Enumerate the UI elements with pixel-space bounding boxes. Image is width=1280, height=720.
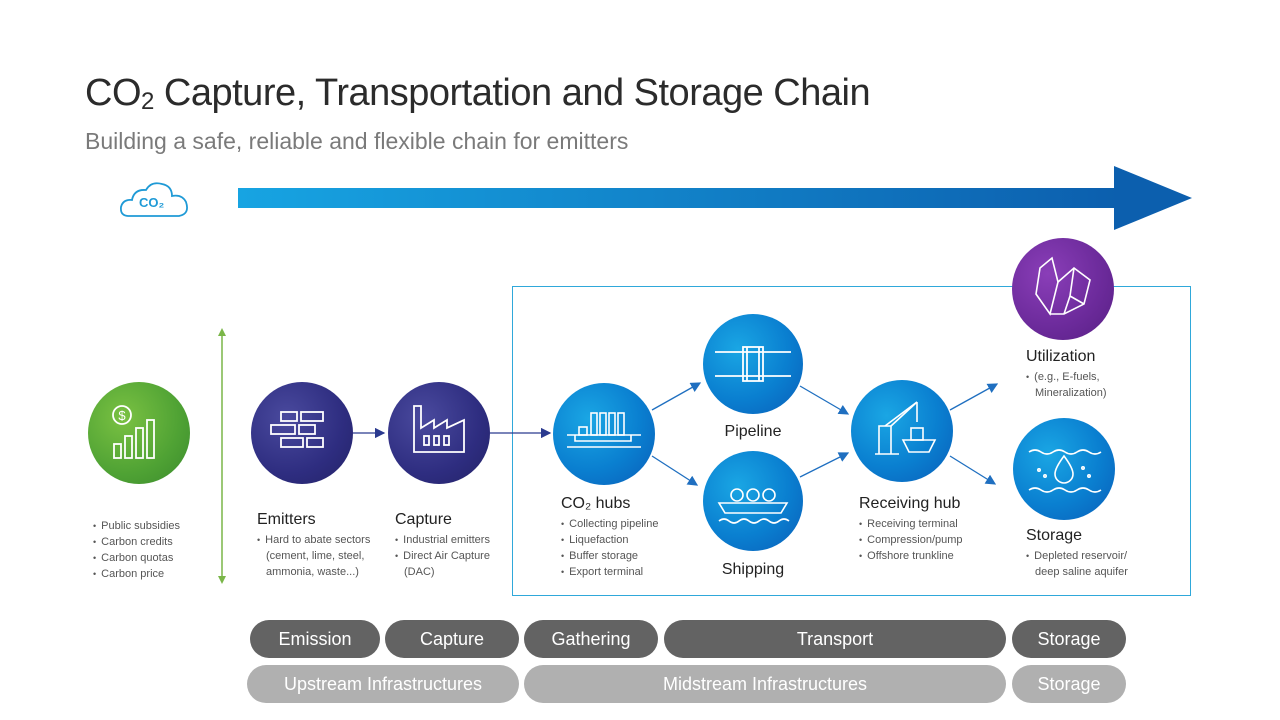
- utilization-circle: [1012, 238, 1114, 340]
- page-title: CO2 Capture, Transportation and Storage …: [85, 72, 871, 115]
- list-item: Depleted reservoir/: [1026, 548, 1128, 564]
- utilization-list: (e.g., E-fuels, Mineralization): [1026, 369, 1107, 401]
- capture-label: Capture: [395, 511, 452, 528]
- cloud-icon: CO₂: [119, 180, 191, 220]
- hubs-circle: [553, 383, 655, 485]
- list-item: Public subsidies: [93, 518, 180, 534]
- bricks-icon: [270, 411, 324, 448]
- list-item: (cement, lime, steel,: [266, 550, 365, 562]
- midstream-box: [512, 286, 1191, 596]
- hubs-list: Collecting pipeline Liquefaction Buffer …: [561, 516, 658, 580]
- list-item: Offshore trunkline: [859, 548, 963, 564]
- pipe-icon: [715, 346, 791, 382]
- stage-pill-capture: Capture: [385, 620, 519, 658]
- factory-icon: [413, 405, 465, 453]
- list-item: ammonia, waste...): [266, 566, 359, 578]
- list-item: deep saline aquifer: [1035, 566, 1128, 578]
- receiving-list: Receiving terminal Compression/pump Offs…: [859, 516, 963, 564]
- stage-pill-transport: Transport: [664, 620, 1006, 658]
- storage-list: Depleted reservoir/ deep saline aquifer: [1026, 548, 1128, 580]
- shipping-label: Shipping: [721, 561, 785, 578]
- capture-list: Industrial emitters Direct Air Capture (…: [395, 532, 490, 580]
- pipeline-label: Pipeline: [724, 423, 782, 440]
- receiving-circle: [851, 380, 953, 482]
- list-item: Carbon credits: [93, 534, 180, 550]
- stage-pill-emission: Emission: [250, 620, 380, 658]
- list-item: Hard to abate sectors: [257, 532, 370, 548]
- infra-pill-upstream: Upstream Infrastructures: [247, 665, 519, 703]
- utilization-label: Utilization: [1026, 348, 1096, 365]
- list-item: Mineralization): [1035, 387, 1107, 399]
- list-item: Liquefaction: [561, 532, 658, 548]
- list-item: Carbon price: [93, 566, 180, 582]
- infra-pill-storage: Storage: [1012, 665, 1126, 703]
- capture-circle: [388, 382, 490, 484]
- ship-icon: [717, 488, 790, 524]
- receiving-label: Receiving hub: [859, 495, 961, 512]
- co2-cloud-label: CO₂: [139, 195, 165, 210]
- list-item: (e.g., E-fuels,: [1026, 369, 1107, 385]
- list-item: Collecting pipeline: [561, 516, 658, 532]
- svg-text:$: $: [118, 408, 126, 423]
- list-item: Receiving terminal: [859, 516, 963, 532]
- stage-pill-storage: Storage: [1012, 620, 1126, 658]
- green-range-arrow: [218, 328, 226, 584]
- list-item: Direct Air Capture: [395, 548, 490, 564]
- flow-arrow: [238, 166, 1192, 230]
- incentives-circle: $: [88, 382, 190, 484]
- dollar-bar-chart-icon: $: [112, 405, 155, 459]
- hubs-label: CO₂ hubs: [561, 495, 631, 512]
- list-item: Buffer storage: [561, 548, 658, 564]
- crane-icon: [875, 401, 937, 455]
- list-item: Compression/pump: [859, 532, 962, 548]
- list-item: Export terminal: [561, 564, 658, 580]
- incentives-list: Public subsidies Carbon credits Carbon q…: [93, 518, 180, 582]
- list-item: (DAC): [404, 566, 435, 578]
- crystal-icon: [1035, 256, 1091, 316]
- storage-label: Storage: [1026, 527, 1083, 544]
- page-subtitle: Building a safe, reliable and flexible c…: [85, 128, 629, 154]
- terminal-icon: [567, 412, 641, 448]
- storage-circle: [1013, 418, 1115, 520]
- stage-pill-gathering: Gathering: [524, 620, 658, 658]
- emitters-list: Hard to abate sectors (cement, lime, ste…: [257, 532, 370, 580]
- shipping-circle: [703, 451, 803, 551]
- pipeline-circle: [703, 314, 803, 414]
- reservoir-icon: [1028, 449, 1102, 493]
- emitters-label: Emitters: [257, 511, 316, 528]
- infra-pill-midstream: Midstream Infrastructures: [524, 665, 1006, 703]
- emitters-circle: [251, 382, 353, 484]
- list-item: Industrial emitters: [395, 532, 490, 548]
- list-item: Carbon quotas: [93, 550, 180, 566]
